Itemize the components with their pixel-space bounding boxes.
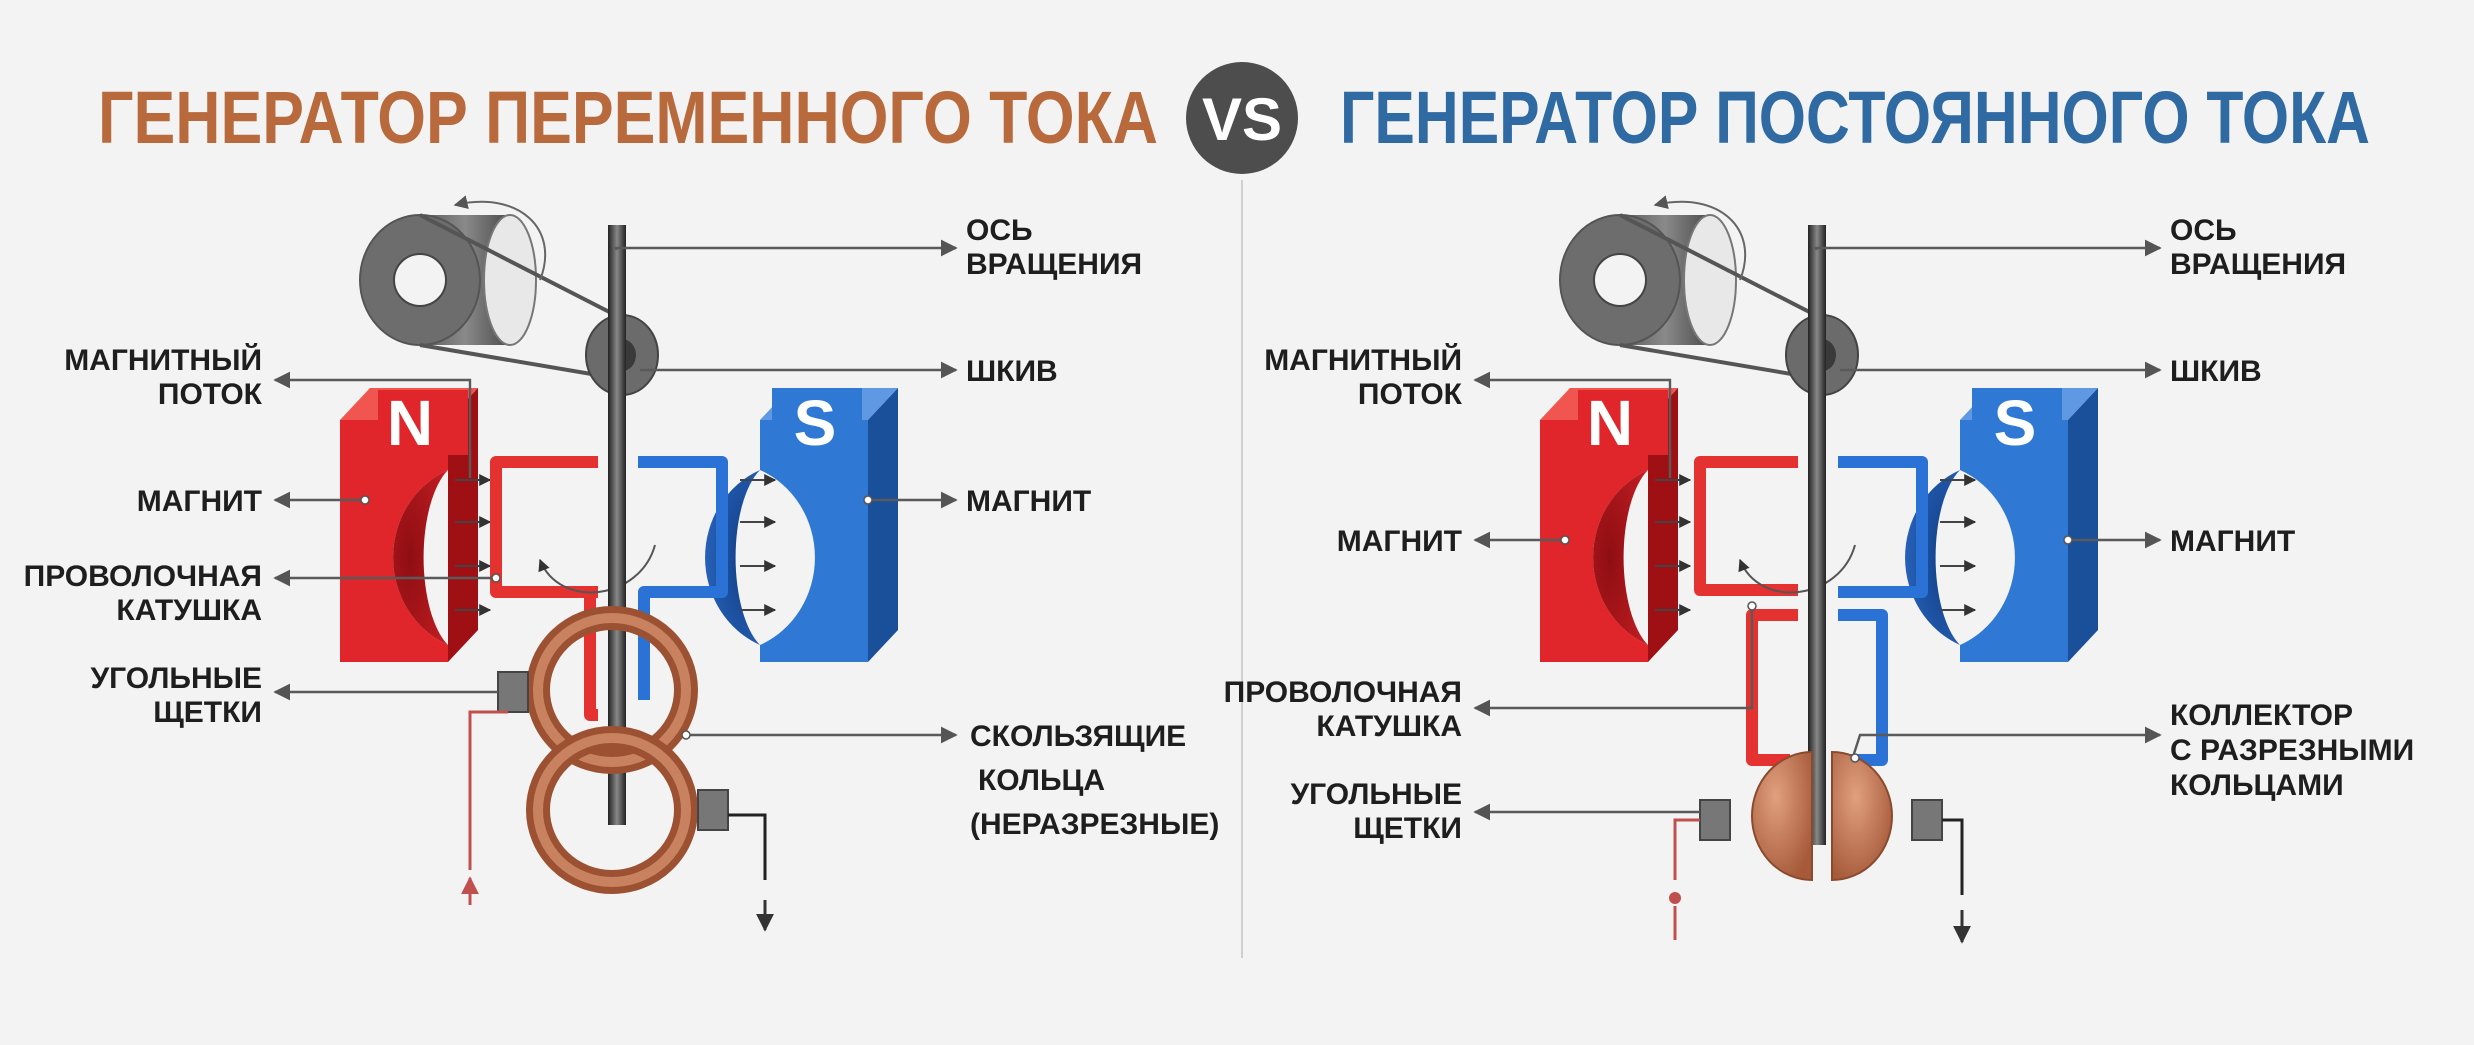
dc-pole-n-label: N bbox=[1587, 387, 1633, 459]
ac-generator-title: ГЕНЕРАТОР ПЕРЕМЕННОГО ТОКА bbox=[98, 76, 1158, 159]
ac-label-pulley: ШКИВ bbox=[966, 355, 1058, 388]
ac-magnet-n: N bbox=[340, 387, 478, 662]
dc-lead-coil bbox=[1473, 606, 1754, 717]
dc-input-terminal bbox=[1669, 892, 1681, 904]
dc-generator: N S bbox=[1224, 195, 2414, 944]
ac-label-rings-3: (НЕРАЗРЕЗНЫЕ) bbox=[970, 808, 1219, 841]
dc-label-axis-2: ВРАЩЕНИЯ bbox=[2170, 248, 2346, 281]
ac-label-coil-1: ПРОВОЛОЧНАЯ bbox=[24, 560, 262, 593]
ac-label-flux-2: ПОТОК bbox=[158, 378, 263, 411]
dc-label-axis-1: ОСЬ bbox=[2170, 214, 2237, 247]
dc-label-magnet-left: МАГНИТ bbox=[1337, 525, 1462, 558]
dc-generator-title: ГЕНЕРАТОР ПОСТОЯННОГО ТОКА bbox=[1340, 76, 2370, 159]
vs-badge: VS bbox=[1186, 62, 1298, 174]
dc-magnet-s: S bbox=[1905, 387, 2098, 662]
dc-label-commutator-3: КОЛЬЦАМИ bbox=[2170, 769, 2344, 802]
ac-label-brushes-2: ЩЕТКИ bbox=[153, 696, 262, 729]
dc-drum bbox=[1559, 214, 1737, 346]
dc-input-wire bbox=[1673, 818, 1700, 880]
ac-output-wire bbox=[728, 813, 767, 880]
dc-label-flux-2: ПОТОК bbox=[1358, 378, 1463, 411]
ac-drum bbox=[359, 214, 537, 346]
dc-output-wire bbox=[1942, 818, 1964, 895]
dc-lead-commutator bbox=[1850, 726, 2162, 761]
ac-label-axis-1: ОСЬ bbox=[966, 214, 1033, 247]
dc-lead-flux bbox=[1473, 371, 1672, 478]
ac-label-flux-1: МАГНИТНЫЙ bbox=[64, 343, 262, 377]
dc-label-commutator-1: КОЛЛЕКТОР bbox=[2170, 699, 2353, 732]
dc-label-coil-2: КАТУШКА bbox=[1316, 710, 1462, 743]
dc-label-flux-1: МАГНИТНЫЙ bbox=[1264, 343, 1462, 377]
ac-pole-s-label: S bbox=[794, 387, 837, 459]
ac-label-rings-2: КОЛЬЦА bbox=[978, 764, 1105, 797]
ac-label-axis-2: ВРАЩЕНИЯ bbox=[966, 248, 1142, 281]
ac-slip-rings bbox=[526, 606, 698, 894]
dc-rotation-arrow bbox=[1653, 195, 1746, 281]
ac-generator: N S bbox=[24, 195, 1219, 932]
dc-label-pulley: ШКИВ bbox=[2170, 355, 2262, 388]
ac-magnet-s: S bbox=[705, 387, 898, 662]
dc-label-brushes-1: УГОЛЬНЫЕ bbox=[1290, 778, 1462, 811]
dc-label-coil-1: ПРОВОЛОЧНАЯ bbox=[1224, 676, 1462, 709]
ac-flux-arrows bbox=[455, 474, 777, 616]
ac-label-coil-2: КАТУШКА bbox=[116, 594, 262, 627]
ac-lead-flux bbox=[273, 371, 472, 478]
dc-lead-axis bbox=[1814, 239, 2162, 257]
dc-rotation-shaft bbox=[1808, 225, 1826, 845]
ac-belt bbox=[419, 213, 626, 380]
ac-input-wire bbox=[468, 710, 508, 870]
dc-label-commutator-2: С РАЗРЕЗНЫМИ bbox=[2170, 734, 2414, 767]
ac-label-brushes-1: УГОЛЬНЫЕ bbox=[90, 662, 262, 695]
dc-pole-s-label: S bbox=[1994, 387, 2037, 459]
ac-rotation-shaft bbox=[608, 225, 626, 825]
ac-rotation-arrow bbox=[453, 195, 546, 281]
ac-pole-n-label: N bbox=[387, 387, 433, 459]
dc-label-brushes-2: ЩЕТКИ bbox=[1353, 812, 1462, 845]
ac-lead-axis bbox=[614, 239, 958, 257]
ac-label-magnet-right: МАГНИТ bbox=[966, 485, 1091, 518]
vs-label: VS bbox=[1202, 86, 1282, 153]
ac-label-magnet-left: МАГНИТ bbox=[137, 485, 262, 518]
ac-label-rings-1: СКОЛЬЗЯЩИЕ bbox=[970, 720, 1186, 753]
dc-belt bbox=[1619, 213, 1826, 380]
dc-label-magnet-right: МАГНИТ bbox=[2170, 525, 2295, 558]
dc-commutator bbox=[1751, 750, 1893, 882]
ac-carbon-brushes bbox=[497, 671, 729, 831]
dc-flux-arrows bbox=[1655, 474, 1977, 616]
dc-magnet-n: N bbox=[1540, 387, 1678, 662]
